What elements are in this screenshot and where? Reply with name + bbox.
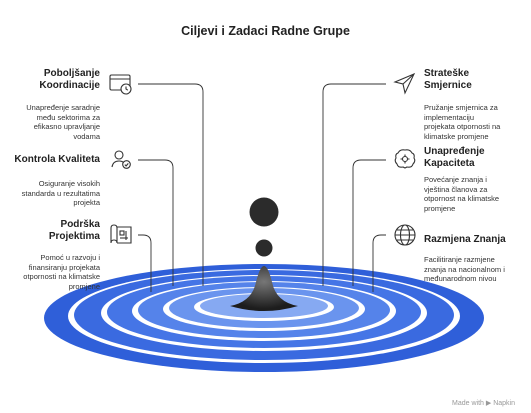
item-knowledge-title: Razmjena Znanja bbox=[424, 234, 506, 245]
globe-icon bbox=[392, 222, 418, 248]
item-coordination-title: Poboljšanje Koordinacije bbox=[39, 68, 100, 91]
made-with-napkin-footer: Made with ▶ Napkin bbox=[452, 400, 515, 407]
connector-guidelines bbox=[322, 83, 386, 286]
send-arrow-icon bbox=[392, 71, 418, 97]
item-quality-title: Kontrola Kvaliteta bbox=[14, 154, 100, 165]
item-knowledge-desc: Facilitiranje razmjene znanja na naciona… bbox=[424, 255, 505, 283]
connector-quality bbox=[138, 159, 174, 286]
item-quality-desc: Osiguranje visokih standarda u rezultati… bbox=[21, 179, 100, 207]
connector-knowledge bbox=[372, 234, 386, 292]
connector-coordination bbox=[138, 83, 204, 286]
item-projects-title: Podrška Projektima bbox=[48, 219, 100, 242]
brain-gear-icon bbox=[392, 146, 418, 172]
blueprint-icon bbox=[108, 222, 134, 248]
item-projects-desc: Pomoć u razvoju i finansiranju projekata… bbox=[23, 253, 100, 291]
item-coordination-desc: Unapređenje saradnje među sektorima za e… bbox=[26, 103, 100, 141]
quality-check-icon bbox=[108, 146, 134, 172]
item-guidelines-title: Strateške Smjernice bbox=[424, 68, 472, 91]
item-capacity-desc: Povećanje znanja i vještina članova za o… bbox=[424, 175, 500, 213]
browser-clock-icon bbox=[108, 71, 134, 97]
item-capacity-title: Unapređenje Kapaciteta bbox=[424, 146, 485, 169]
connectors-left bbox=[138, 83, 204, 292]
drop-large bbox=[249, 197, 279, 227]
item-guidelines-desc: Pružanje smjernica za implementaciju pro… bbox=[424, 103, 501, 141]
splash-cone bbox=[230, 266, 298, 311]
diagram-title: Ciljevi i Zadaci Radne Grupe bbox=[181, 24, 350, 38]
connectors-right bbox=[322, 83, 386, 292]
connector-capacity bbox=[352, 159, 386, 286]
connector-projects bbox=[138, 234, 152, 292]
drop-small bbox=[255, 239, 273, 257]
